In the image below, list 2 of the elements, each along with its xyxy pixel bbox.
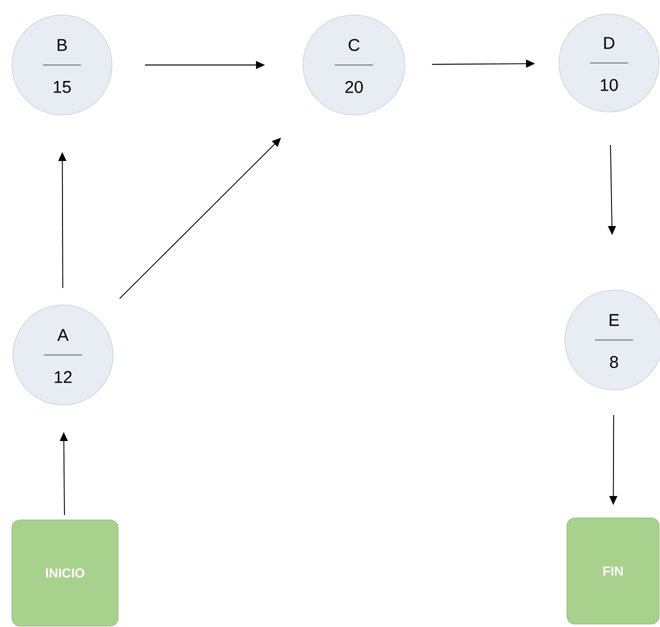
terminal-box: INICIO: [12, 520, 118, 626]
terminal-box: FIN: [566, 518, 660, 624]
